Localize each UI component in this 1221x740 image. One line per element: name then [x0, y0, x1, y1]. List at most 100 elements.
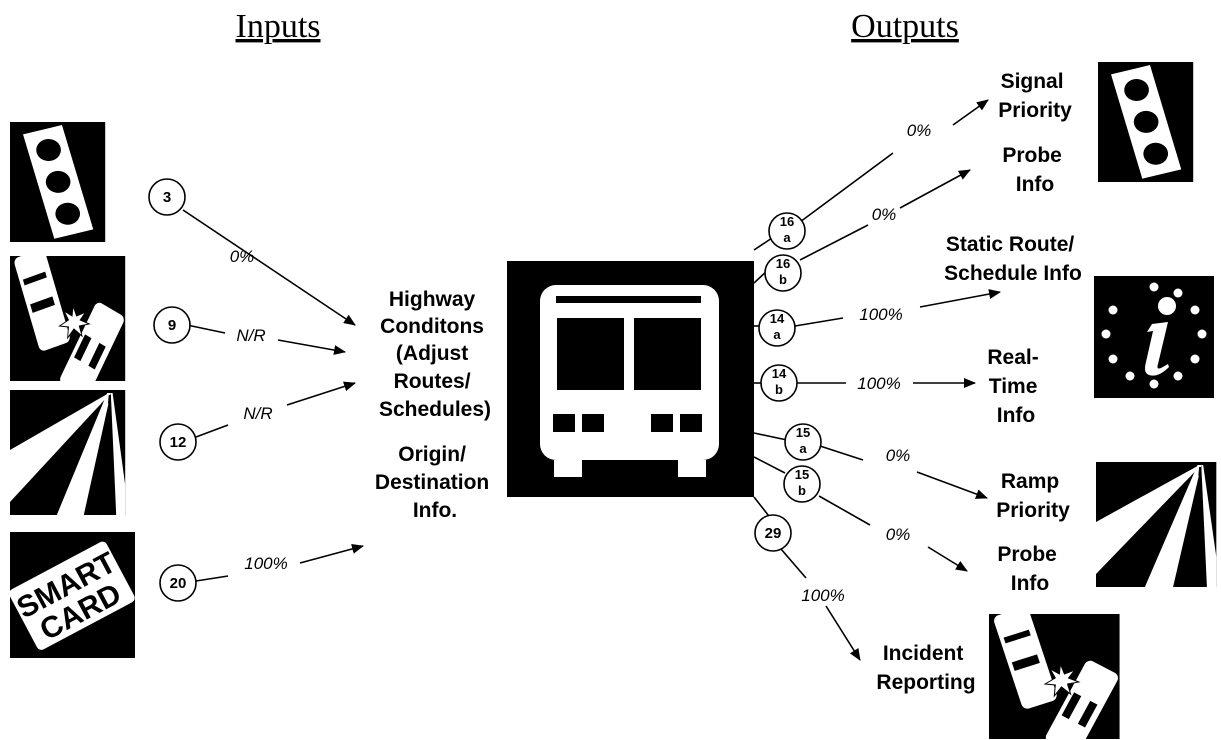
- incident-line-1: Incident: [883, 642, 964, 665]
- static-route-line-2: Schedule Info: [944, 262, 1082, 285]
- output-line-15b-b: [818, 495, 871, 526]
- output-label-incident-reporting: Incident Reporting: [876, 642, 975, 694]
- real-time-line-3: Info: [997, 404, 1035, 427]
- static-route-line-1: Static Route/: [946, 233, 1075, 256]
- input-line-3: [182, 209, 356, 326]
- real-time-line-2: Time: [989, 375, 1038, 398]
- ramp-priority-line-1: Ramp: [1001, 470, 1059, 493]
- input-pct-3: 0%: [230, 247, 255, 266]
- output-label-signal-priority: Signal Priority: [998, 70, 1072, 122]
- input-node-9: 9: [153, 306, 191, 344]
- output-pct-16b: 0%: [872, 205, 897, 224]
- origin-line-3: Info.: [413, 499, 457, 522]
- input-pct-20: 100%: [244, 554, 287, 573]
- highway-road-icon: [8, 388, 127, 517]
- output-node-14b-num: 14: [772, 366, 787, 381]
- output-pct-16a: 0%: [907, 121, 932, 140]
- highway-line-4: Routes/: [394, 370, 471, 393]
- real-time-line-1: Real-: [987, 346, 1038, 369]
- output-node-29: 29: [754, 514, 792, 552]
- output-line-15a: [753, 432, 788, 441]
- output-node-14a: 14 a: [758, 309, 796, 347]
- output-label-real-time: Real- Time Info: [987, 346, 1044, 427]
- output-label-static-route: Static Route/ Schedule Info: [944, 233, 1082, 285]
- signal-priority-line-1: Signal: [1001, 70, 1064, 93]
- input-pct-9: N/R: [236, 326, 265, 345]
- output-pct-15a: 0%: [886, 446, 911, 465]
- output-node-16a-num: 16: [780, 214, 794, 229]
- input-line-9: [186, 324, 226, 334]
- highway-line-3: (Adjust: [396, 342, 468, 365]
- output-arrow-29: [825, 605, 861, 661]
- output-node-14b-sub: b: [775, 382, 783, 397]
- output-pct-15b: 0%: [886, 525, 911, 544]
- output-arrow-16b: [899, 169, 971, 209]
- origin-destination-label: Origin/ Destination Info.: [375, 443, 495, 522]
- input-node-12: 12: [159, 423, 197, 461]
- output-pct-14b: 100%: [857, 374, 900, 393]
- incident-line-2: Reporting: [876, 671, 975, 694]
- output-arrow-16a: [952, 99, 989, 126]
- output-node-15b-num: 15: [795, 467, 809, 482]
- output-pct-14a: 100%: [859, 305, 902, 324]
- output-node-14b: 14 b: [760, 364, 798, 402]
- traffic-signal-icon: [10, 122, 106, 242]
- output-line-15a-b: [819, 445, 864, 461]
- input-node-12-label: 12: [170, 434, 187, 451]
- output-pct-29: 100%: [801, 586, 844, 605]
- output-node-16b-sub: b: [779, 272, 787, 287]
- input-node-20: 20: [159, 564, 197, 602]
- input-node-9-label: 9: [168, 317, 176, 334]
- output-node-16a: 16 a: [768, 212, 806, 250]
- input-pct-12: N/R: [243, 404, 272, 423]
- output-info-icon: [1094, 276, 1214, 398]
- output-node-15a-sub: a: [799, 441, 807, 456]
- output-arrow-14a: [919, 289, 1001, 308]
- output-node-14a-num: 14: [770, 311, 785, 326]
- highway-line-5: Schedules): [379, 398, 491, 421]
- output-line-29-b: [780, 548, 807, 579]
- output-arrow-15b: [927, 546, 968, 572]
- input-line-12: [195, 424, 229, 438]
- probe-info-2-line-1: Probe: [997, 543, 1057, 566]
- highway-line-1: Highway: [389, 288, 476, 311]
- output-line-16a-b: [799, 152, 894, 223]
- output-node-14a-sub: a: [773, 327, 781, 342]
- input-arrow-9: [277, 339, 346, 355]
- output-label-ramp-priority: Ramp Priority: [996, 470, 1070, 522]
- output-node-16a-sub: a: [783, 230, 791, 245]
- inputs-heading: Inputs: [236, 8, 321, 45]
- smart-card-icon: SMART CARD: [9, 532, 135, 658]
- output-highway-road-icon: [1094, 460, 1218, 589]
- output-label-probe-info-1: Probe Info: [1002, 144, 1067, 196]
- input-node-3-label: 3: [163, 189, 171, 206]
- probe-info-1-line-1: Probe: [1002, 144, 1062, 167]
- ramp-priority-line-2: Priority: [996, 499, 1070, 522]
- output-node-15b: 15 b: [783, 465, 821, 503]
- output-line-16b-b: [799, 224, 869, 261]
- output-traffic-signal-icon: [1098, 62, 1194, 182]
- probe-info-2-line-2: Info: [1011, 572, 1049, 595]
- input-arrow-12: [286, 381, 356, 406]
- origin-line-2: Destination: [375, 471, 489, 494]
- output-label-probe-info-2: Probe Info: [997, 543, 1062, 595]
- output-line-14a: [794, 317, 844, 327]
- output-arrow-15a: [916, 471, 988, 499]
- vehicle-crash-icon: [9, 247, 127, 400]
- origin-line-1: Origin/: [398, 443, 466, 466]
- input-line-20: [195, 575, 229, 582]
- input-node-20-label: 20: [170, 575, 187, 592]
- bus-icon: [507, 261, 754, 497]
- input-arrow-20: [299, 544, 364, 564]
- output-node-15a: 15 a: [784, 423, 822, 461]
- output-line-15b: [753, 456, 786, 474]
- highway-conditions-label: Highway Conditons (Adjust Routes/ Schedu…: [379, 288, 491, 421]
- signal-priority-line-2: Priority: [998, 99, 1072, 122]
- probe-info-1-line-2: Info: [1016, 173, 1054, 196]
- output-node-16b: 16 b: [764, 254, 802, 292]
- output-node-15b-sub: b: [798, 483, 806, 498]
- highway-line-2: Conditons: [380, 315, 484, 338]
- output-vehicle-crash-icon: [988, 605, 1121, 740]
- output-node-29-label: 29: [765, 525, 782, 542]
